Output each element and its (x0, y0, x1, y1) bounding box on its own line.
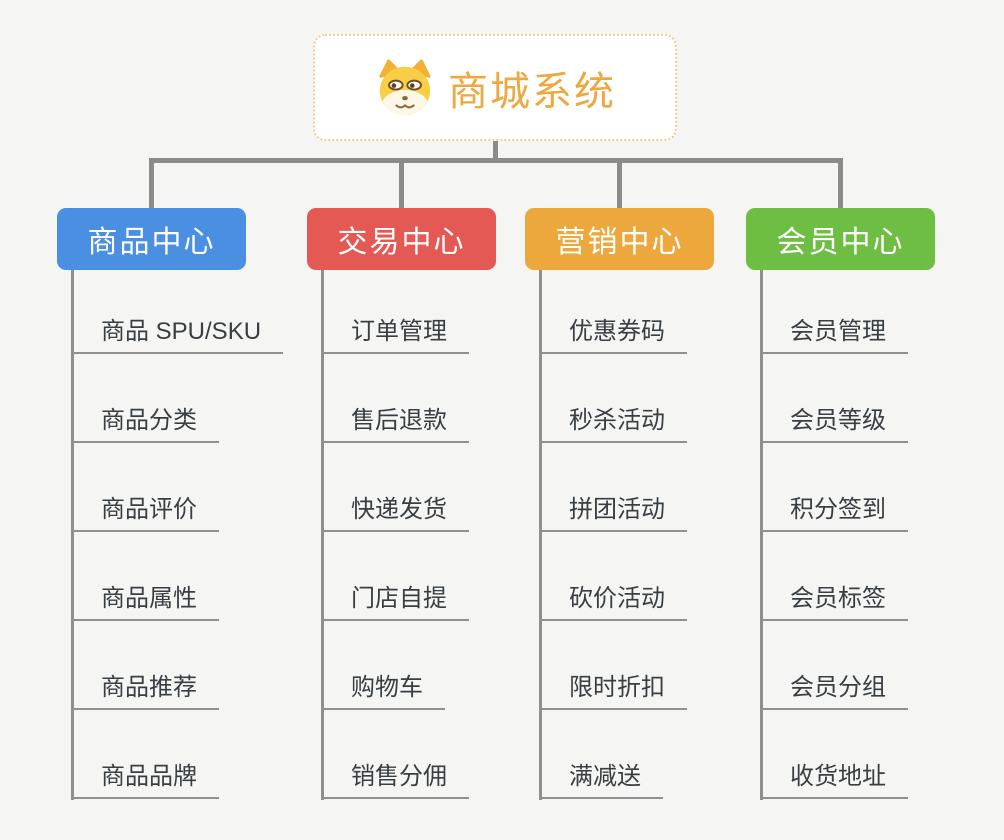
child-node-label: 快递发货 (321, 489, 469, 532)
child-node-label: 购物车 (321, 667, 445, 710)
branch-header-members[interactable]: 会员中心 (746, 208, 935, 270)
child-node-label: 商品品牌 (71, 756, 219, 799)
child-node[interactable]: 商品品牌 (71, 710, 283, 799)
child-node-label: 门店自提 (321, 578, 469, 621)
branch-children: 商品 SPU/SKU 商品分类商品评价商品属性商品推荐商品品牌 (71, 270, 284, 799)
branch-header-marketing[interactable]: 营销中心 (525, 208, 714, 270)
child-node-label: 商品分类 (71, 400, 219, 443)
child-node-label: 商品推荐 (71, 667, 219, 710)
child-node-label: 订单管理 (321, 311, 469, 354)
branch-group-products: 商品中心 商品 SPU/SKU 商品分类商品评价商品属性商品推荐商品品牌 (57, 208, 284, 800)
child-node-label: 会员等级 (760, 400, 908, 443)
child-node[interactable]: 销售分佣 (321, 710, 469, 799)
branch-spine-line (321, 270, 324, 800)
branch-spine-line (539, 270, 542, 800)
child-node[interactable]: 购物车 (321, 621, 469, 710)
root-title: 商城系统 (448, 69, 616, 114)
child-node[interactable]: 优惠券码 (539, 270, 687, 354)
branch-spine-line (71, 270, 74, 800)
child-node[interactable]: 售后退款 (321, 354, 469, 443)
branch-spine-line (760, 270, 763, 800)
child-node-label: 商品评价 (71, 489, 219, 532)
child-node[interactable]: 商品属性 (71, 532, 283, 621)
child-node[interactable]: 会员管理 (760, 270, 908, 354)
connector-drop-branch4 (838, 158, 843, 210)
branch-header-trade[interactable]: 交易中心 (307, 208, 496, 270)
child-node[interactable]: 订单管理 (321, 270, 469, 354)
child-node[interactable]: 砍价活动 (539, 532, 687, 621)
connector-drop-branch2 (399, 158, 404, 210)
branch-group-trade: 交易中心 订单管理售后退款快递发货门店自提购物车销售分佣 (307, 208, 496, 800)
child-node-label: 优惠券码 (539, 311, 687, 354)
child-node[interactable]: 满减送 (539, 710, 687, 799)
child-node-label: 限时折扣 (539, 667, 687, 710)
child-node-label: 会员管理 (760, 311, 908, 354)
branch-group-members: 会员中心 会员管理会员等级积分签到会员标签会员分组收货地址 (746, 208, 935, 800)
child-node-label: 收货地址 (760, 756, 908, 799)
child-node[interactable]: 限时折扣 (539, 621, 687, 710)
child-node-label: 会员标签 (760, 578, 908, 621)
child-node[interactable]: 商品推荐 (71, 621, 283, 710)
child-node[interactable]: 收货地址 (760, 710, 908, 799)
branch-children: 订单管理售后退款快递发货门店自提购物车销售分佣 (321, 270, 469, 799)
child-node[interactable]: 拼团活动 (539, 443, 687, 532)
child-node[interactable]: 快递发货 (321, 443, 469, 532)
child-node[interactable]: 商品分类 (71, 354, 283, 443)
child-node[interactable]: 秒杀活动 (539, 354, 687, 443)
child-node[interactable]: 会员标签 (760, 532, 908, 621)
connector-root-stub (493, 141, 498, 162)
child-node-label: 商品 SPU/SKU (71, 311, 284, 354)
child-node-label: 会员分组 (760, 667, 908, 710)
child-node-label: 拼团活动 (539, 489, 687, 532)
child-node-label: 秒杀活动 (539, 400, 687, 443)
child-node[interactable]: 商品评价 (71, 443, 283, 532)
child-node[interactable]: 会员分组 (760, 621, 908, 710)
child-node-label: 销售分佣 (321, 756, 469, 799)
child-node-label: 积分签到 (760, 489, 908, 532)
child-node[interactable]: 会员等级 (760, 354, 908, 443)
child-node[interactable]: 门店自提 (321, 532, 469, 621)
connector-bus-line (149, 158, 843, 163)
child-node[interactable]: 积分签到 (760, 443, 908, 532)
connector-drop-branch1 (149, 158, 154, 210)
child-node-label: 满减送 (539, 756, 663, 799)
root-node[interactable]: 商城系统 (313, 34, 677, 141)
branch-children: 会员管理会员等级积分签到会员标签会员分组收货地址 (760, 270, 908, 799)
branch-children: 优惠券码秒杀活动拼团活动砍价活动限时折扣满减送 (539, 270, 687, 799)
child-node-label: 售后退款 (321, 400, 469, 443)
child-node-label: 砍价活动 (539, 578, 687, 621)
branch-header-products[interactable]: 商品中心 (57, 208, 246, 270)
doge-icon (379, 58, 431, 115)
child-node-label: 商品属性 (71, 578, 219, 621)
child-node[interactable]: 商品 SPU/SKU (71, 270, 284, 354)
connector-drop-branch3 (617, 158, 622, 210)
branch-group-marketing: 营销中心 优惠券码秒杀活动拼团活动砍价活动限时折扣满减送 (525, 208, 714, 800)
